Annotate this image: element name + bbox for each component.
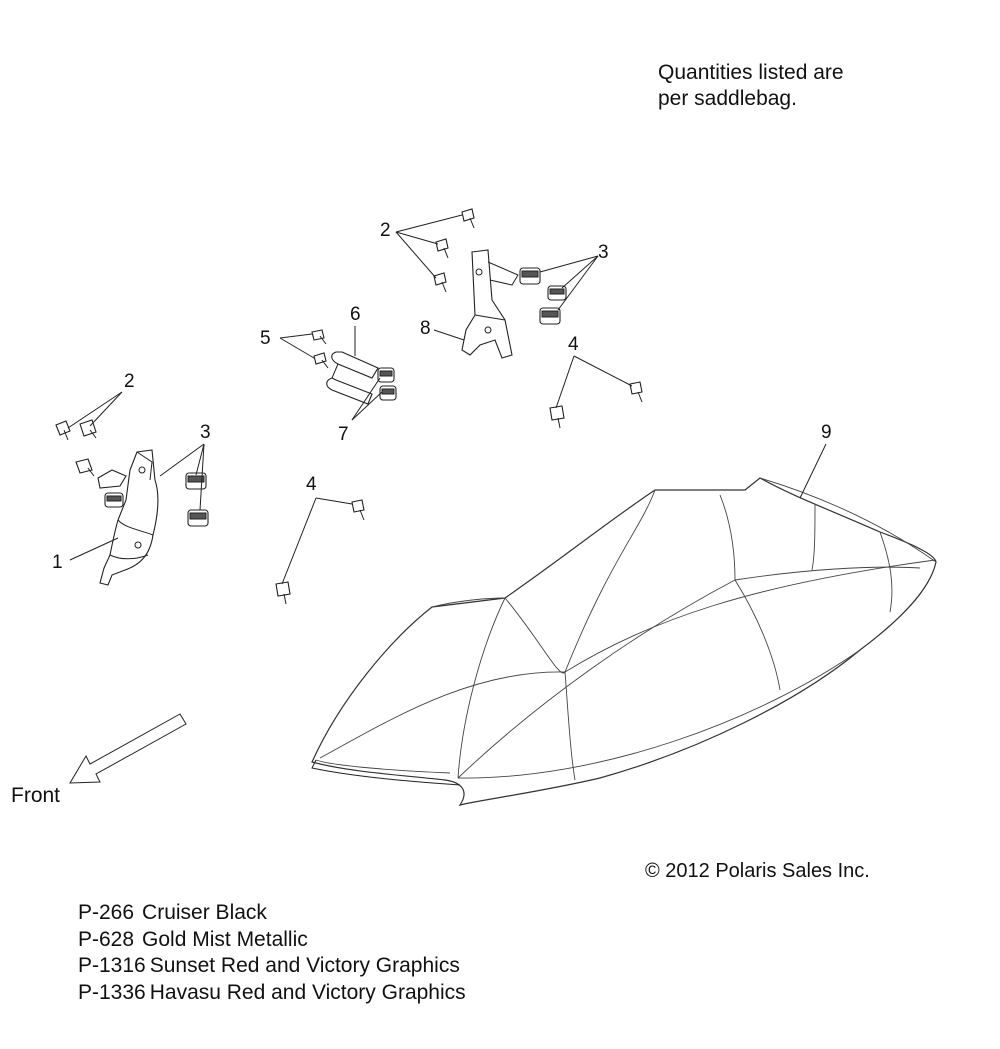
callout-4-left: 4 (306, 474, 317, 495)
callout-8: 8 (420, 318, 431, 339)
callout-1: 1 (52, 552, 63, 573)
callout-2-left: 2 (124, 371, 135, 392)
quantity-note-line-1: Quantities listed are (658, 61, 844, 84)
paint-name: Havasu Red and Victory Graphics (149, 980, 466, 1004)
u-strap-loop[interactable] (326, 351, 379, 405)
front-label: Front (11, 784, 61, 807)
paint-code: P-628 (78, 927, 135, 951)
quantity-note: Quantities listed are per saddlebag. (658, 60, 844, 112)
middle-clip-nuts[interactable] (377, 367, 397, 401)
paint-code: P-1336 (78, 980, 146, 1004)
callout-5: 5 (260, 328, 271, 349)
copyright-notice: © 2012 Polaris Sales Inc. (645, 860, 870, 882)
right-screws[interactable] (433, 208, 475, 293)
legend-row: P-266 Cruiser Black (78, 900, 466, 927)
paint-name: Cruiser Black (142, 901, 267, 924)
left-screws[interactable] (55, 419, 97, 477)
front-direction-arrow (69, 713, 187, 784)
paint-code: P-266 (78, 901, 135, 924)
paint-code-legend: P-266 Cruiser Black P-628 Gold Mist Metall… (78, 900, 466, 1006)
quantity-note-line-2: per saddlebag. (658, 87, 797, 110)
callout-9: 9 (821, 422, 832, 443)
callout-2-top: 2 (380, 220, 391, 241)
saddlebag-shell[interactable] (311, 477, 937, 806)
callout-4-right: 4 (568, 334, 579, 355)
middle-screws[interactable] (311, 329, 329, 369)
paint-name: Gold Mist Metallic (142, 927, 308, 951)
paint-name: Sunset Red and Victory Graphics (149, 954, 460, 977)
callout-3-top: 3 (598, 242, 609, 263)
right-mounting-bracket[interactable] (461, 249, 519, 359)
callout-3-left: 3 (200, 422, 211, 443)
callout-6: 6 (350, 304, 361, 325)
callout-7: 7 (338, 424, 349, 445)
paint-code: P-1316 (78, 954, 146, 977)
left-mounting-bracket[interactable] (97, 449, 159, 586)
leader-lines (67, 214, 827, 585)
right-clip-nuts[interactable] (519, 267, 567, 325)
thumb-screws[interactable] (275, 381, 643, 605)
legend-row: P-628 Gold Mist Metallic (78, 927, 466, 954)
